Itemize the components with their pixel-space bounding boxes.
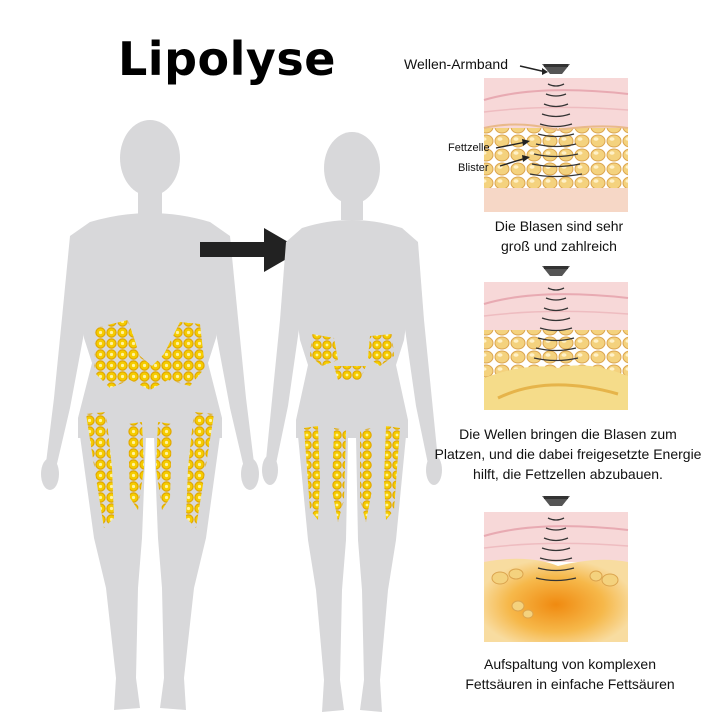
panel-step-3 <box>483 496 629 642</box>
wave-pattern <box>535 517 577 582</box>
wave-band-label: Wellen-Armband <box>404 56 509 72</box>
fat-deposits-before <box>86 320 214 528</box>
panel-step-2 <box>483 266 629 410</box>
caption-step-3: Aufspaltung von komplexen Fettsäuren in … <box>465 656 675 692</box>
caption-step-2: Die Wellen bringen die Blasen zum Platze… <box>434 426 702 482</box>
figure-before <box>41 120 259 710</box>
wave-pattern <box>533 287 579 362</box>
blister-label: Blister <box>458 162 489 174</box>
transition-arrow <box>200 228 302 272</box>
fat-cell-label: Fettzelle <box>448 142 490 154</box>
residual-cells <box>491 568 619 619</box>
body-silhouette <box>262 132 442 712</box>
wave-pattern <box>529 83 583 178</box>
wave-band-pointer <box>519 65 548 75</box>
page-title: Lipolyse <box>118 32 336 86</box>
caption-step-1: Die Blasen sind sehr groß und zahlreich <box>494 218 624 254</box>
body-silhouette <box>41 120 259 710</box>
figure-after <box>262 132 442 712</box>
label-pointers <box>495 139 530 167</box>
fat-deposits-after <box>304 334 400 522</box>
